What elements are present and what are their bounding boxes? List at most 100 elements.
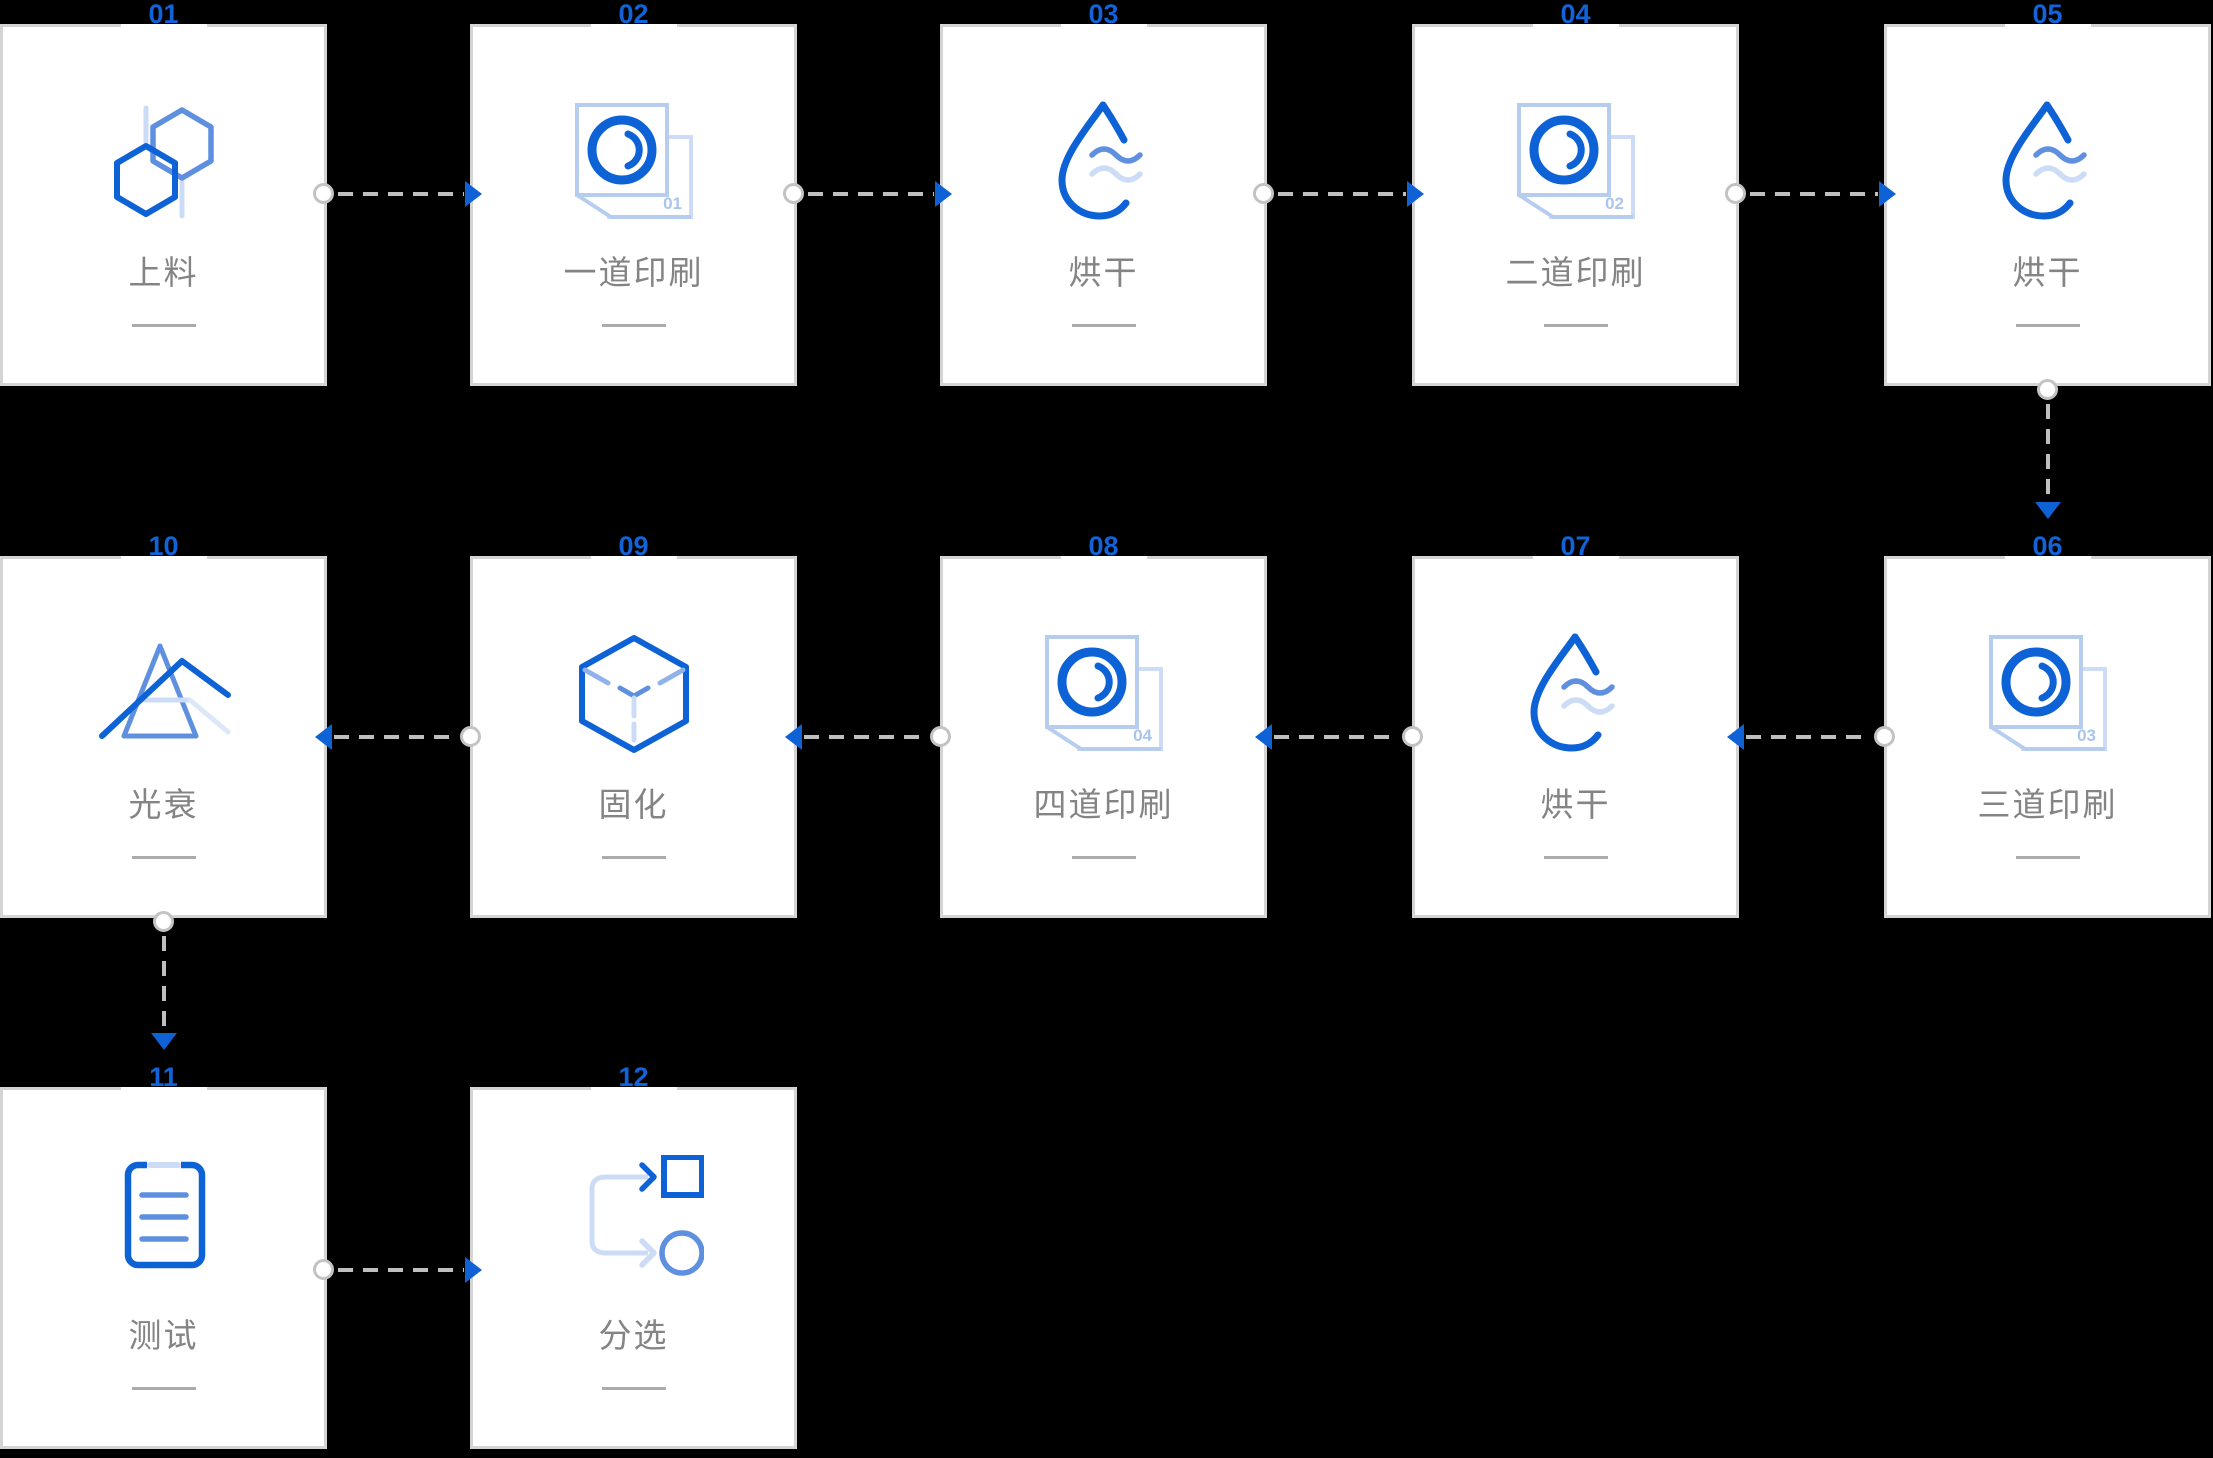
connector-dashed-line bbox=[808, 192, 934, 196]
flow-arrowhead-right bbox=[1407, 181, 1424, 207]
step-label: 四道印刷 bbox=[1033, 786, 1174, 823]
connector-dashed-line bbox=[338, 1268, 464, 1272]
step-underline bbox=[2015, 856, 2080, 859]
print-pass-badge: 03 bbox=[2077, 726, 2096, 745]
card-top-border-right bbox=[206, 556, 324, 559]
printing-pass-icon: 03 bbox=[1988, 635, 2107, 751]
step-label: 固化 bbox=[598, 786, 669, 823]
flow-arrowhead-left bbox=[785, 724, 802, 750]
card-top-border-left bbox=[1887, 556, 2005, 559]
flow-arrowhead-left bbox=[315, 724, 332, 750]
loading-hexagons-icon bbox=[113, 105, 214, 219]
step-label: 烘干 bbox=[1068, 254, 1139, 291]
step-label: 光衰 bbox=[128, 786, 199, 823]
drying-droplet-icon bbox=[1057, 101, 1143, 220]
printing-pass-icon: 02 bbox=[1516, 103, 1635, 219]
step-underline bbox=[601, 324, 666, 327]
connector-node-circle bbox=[2036, 379, 2058, 400]
curing-cube-icon bbox=[578, 635, 689, 753]
step-card-06: 06 03 三道印刷 bbox=[1884, 533, 2211, 918]
card-top-border-right bbox=[1146, 556, 1264, 559]
step-number: 02 bbox=[618, 0, 649, 29]
connector-dashed-line bbox=[338, 192, 464, 196]
connector-node-circle bbox=[152, 911, 174, 932]
card-top-border-left bbox=[943, 24, 1061, 27]
flow-arrowhead-down bbox=[150, 1033, 177, 1050]
sorting-flow-icon bbox=[589, 1155, 704, 1276]
card-top-border-right bbox=[1618, 556, 1736, 559]
step-label: 烘干 bbox=[1540, 786, 1611, 823]
card-top-border-right bbox=[676, 24, 794, 27]
testing-checklist-icon bbox=[124, 1160, 205, 1269]
step-underline bbox=[1071, 856, 1136, 859]
step-label: 烘干 bbox=[2012, 254, 2083, 291]
card-top-border-right bbox=[1146, 24, 1264, 27]
card-top-border-left bbox=[3, 556, 121, 559]
flow-arrowhead-down bbox=[2034, 502, 2061, 519]
light-decay-prism-icon bbox=[98, 643, 231, 739]
step-card-08: 08 04 四道印刷 bbox=[940, 533, 1267, 918]
card-top-border-left bbox=[473, 1087, 591, 1090]
card-top-border-left bbox=[473, 24, 591, 27]
print-pass-badge: 01 bbox=[663, 194, 682, 213]
step-number: 03 bbox=[1088, 0, 1119, 29]
connector-dashed-line bbox=[334, 735, 457, 739]
step-label: 测试 bbox=[128, 1317, 199, 1354]
flow-arrowhead-right bbox=[935, 181, 952, 207]
card-top-border-left bbox=[1415, 24, 1533, 27]
connector-dashed-line bbox=[1750, 192, 1878, 196]
step-label: 分选 bbox=[598, 1317, 669, 1354]
step-label: 三道印刷 bbox=[1977, 786, 2118, 823]
step-card-05: 05 烘干 bbox=[1884, 1, 2211, 386]
step-number: 11 bbox=[149, 1062, 178, 1092]
step-underline bbox=[601, 856, 666, 859]
step-underline bbox=[131, 856, 196, 859]
step-card-10: 10 光衰 bbox=[0, 533, 327, 918]
printing-pass-icon: 04 bbox=[1044, 635, 1163, 751]
step-underline bbox=[1543, 324, 1608, 327]
step-number: 07 bbox=[1560, 531, 1591, 561]
card-top-border-right bbox=[676, 1087, 794, 1090]
card-top-border-right bbox=[1618, 24, 1736, 27]
card-top-border-right bbox=[676, 556, 794, 559]
connector-dashed-line bbox=[804, 735, 927, 739]
step-number: 12 bbox=[618, 1062, 649, 1092]
drying-droplet-icon bbox=[1529, 633, 1615, 752]
flow-arrowhead-right bbox=[1879, 181, 1896, 207]
connector-node-circle bbox=[1253, 183, 1274, 204]
print-pass-badge: 04 bbox=[1133, 726, 1152, 745]
card-top-border-left bbox=[1887, 24, 2005, 27]
step-number: 06 bbox=[2032, 531, 2063, 561]
connector-node-circle bbox=[783, 183, 804, 204]
step-number: 01 bbox=[148, 0, 179, 29]
connector-dashed-line bbox=[1746, 735, 1871, 739]
step-number: 05 bbox=[2032, 0, 2063, 29]
connector-dashed-line bbox=[2045, 404, 2050, 500]
card-top-border-right bbox=[2090, 24, 2208, 27]
connector-dashed-line bbox=[1274, 735, 1399, 739]
flow-arrowhead-left bbox=[1727, 724, 1744, 750]
step-card-11: 11 测试 bbox=[0, 1064, 327, 1449]
card-top-border-left bbox=[3, 1087, 121, 1090]
step-underline bbox=[131, 324, 196, 327]
step-number: 08 bbox=[1088, 531, 1119, 561]
card-top-border-right bbox=[206, 24, 324, 27]
connector-dashed-line bbox=[161, 936, 166, 1031]
flow-arrowhead-right bbox=[465, 1257, 482, 1283]
flow-arrowhead-left bbox=[1255, 724, 1272, 750]
step-card-07: 07 烘干 bbox=[1412, 533, 1739, 918]
card-top-border-left bbox=[473, 556, 591, 559]
step-number: 04 bbox=[1560, 0, 1591, 29]
step-underline bbox=[601, 1387, 666, 1390]
connector-node-circle bbox=[1402, 726, 1423, 747]
connector-node-circle bbox=[1725, 183, 1746, 204]
card-top-border-right bbox=[206, 1087, 324, 1090]
drying-droplet-icon bbox=[2001, 101, 2087, 220]
connector-node-circle bbox=[1874, 726, 1895, 747]
connector-node-circle bbox=[460, 726, 481, 747]
step-number: 10 bbox=[148, 531, 179, 561]
